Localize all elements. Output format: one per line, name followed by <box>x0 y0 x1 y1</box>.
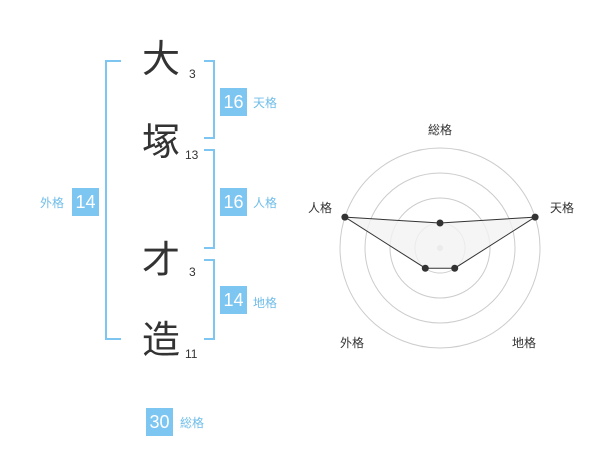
chikaku-bracket <box>204 259 215 340</box>
soukaku-value-badge: 30 <box>146 408 173 436</box>
stroke-count-1: 3 <box>189 67 196 81</box>
jinkaku-value-badge: 16 <box>220 188 247 216</box>
gaikaku-bracket <box>105 60 121 340</box>
radar-axis-label-chikaku: 地格 <box>512 336 537 350</box>
stroke-count-3: 3 <box>189 265 196 279</box>
radar-axis-label-gaikaku: 外格 <box>340 336 365 350</box>
gaikaku-value-badge: 14 <box>72 188 99 216</box>
radar-axis-label-soukaku: 総格 <box>428 123 453 137</box>
soukaku-label: 総格 <box>180 416 205 430</box>
radar-axis-label-tenkaku: 天格 <box>550 201 575 215</box>
name-char-1: 大 <box>142 37 181 81</box>
tenkaku-value-badge: 16 <box>220 88 247 116</box>
jinkaku-label: 人格 <box>253 196 278 210</box>
name-char-3: 才 <box>142 238 181 282</box>
stroke-count-4: 11 <box>185 347 198 361</box>
jinkaku-bracket <box>204 149 215 249</box>
stroke-count-2: 13 <box>185 148 199 162</box>
radar-point-2 <box>531 213 539 221</box>
radar-point-5 <box>341 213 349 221</box>
radar-grid-ring <box>339 147 541 349</box>
name-char-2: 塚 <box>142 120 181 164</box>
name-char-4: 造 <box>142 318 181 362</box>
radar-polygon <box>344 216 536 269</box>
radar-point-4 <box>421 264 429 272</box>
radar-grid-ring <box>389 197 491 299</box>
radar-axis-label-jinkaku: 人格 <box>308 201 333 215</box>
gaikaku-label: 外格 <box>40 196 65 210</box>
radar-point-1 <box>436 219 444 227</box>
radar-grid-ring <box>364 172 516 324</box>
chikaku-value-badge: 14 <box>220 286 247 314</box>
tenkaku-label: 天格 <box>253 96 278 110</box>
chikaku-label: 地格 <box>253 296 278 310</box>
tenkaku-bracket <box>204 60 215 139</box>
radar-point-3 <box>451 264 459 272</box>
